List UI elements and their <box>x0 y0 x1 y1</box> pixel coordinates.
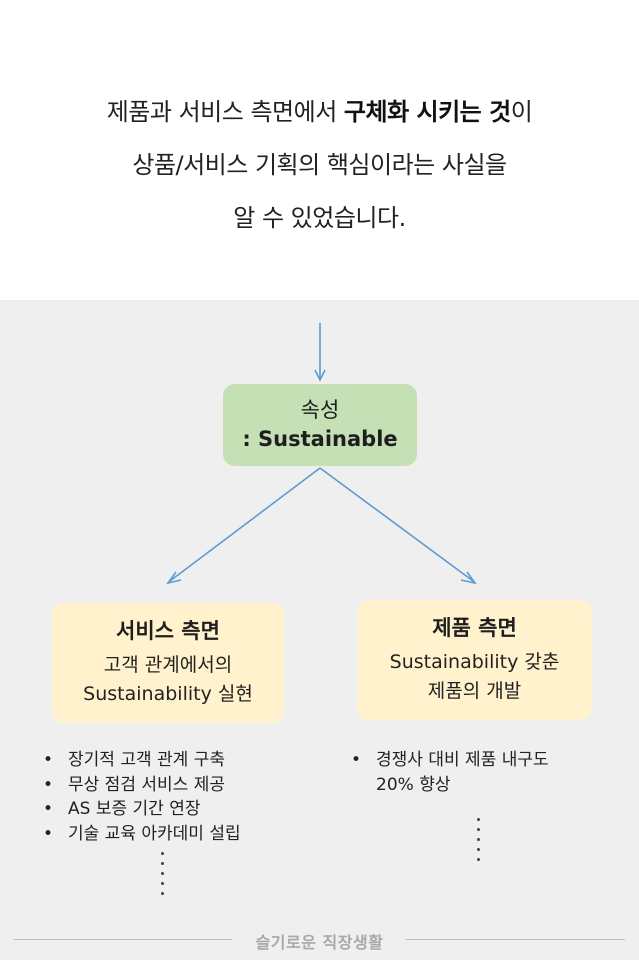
product-more-dots <box>475 818 481 868</box>
intro-line-1: 제품과 서비스 측면에서 구체화 시키는 것이 <box>0 92 639 127</box>
attribute-box: 속성 : Sustainable <box>223 384 417 466</box>
list-item: • 경쟁사 대비 제품 내구도 20% 향상 <box>348 748 608 797</box>
intro-line-2: 상품/서비스 기획의 핵심이라는 사실을 <box>132 151 507 179</box>
list-item: • 기술 교육 아카데미 설립 <box>40 822 320 847</box>
bullet-dot: • <box>43 823 54 844</box>
product-desc-1: Sustainability 갖춘 <box>389 651 560 673</box>
attribute-label: 속성 <box>300 398 340 422</box>
service-item-3: AS 보증 기간 연장 <box>68 799 201 819</box>
service-desc-2: Sustainability 실현 <box>83 683 253 705</box>
product-item-1-line-2: 20% 향상 <box>376 774 451 795</box>
intro-line-1-pre: 제품과 서비스 측면에서 <box>106 98 344 126</box>
bullet-dot: • <box>351 750 362 770</box>
service-desc-1: 고객 관계에서의 <box>103 654 233 676</box>
intro-line-1-bold: 구체화 시키는 것 <box>343 98 511 126</box>
product-box: 제품 측면 Sustainability 갖춘 제품의 개발 <box>357 600 592 720</box>
footer-brand: 슬기로운 직장생활 <box>255 933 384 952</box>
service-item-4: 기술 교육 아카데미 설립 <box>68 823 241 844</box>
service-title: 서비스 측면 <box>116 619 220 643</box>
intro-line-1-post: 이 <box>510 98 533 126</box>
bullet-dot: • <box>43 750 54 770</box>
product-item-1-line-1: 경쟁사 대비 제품 내구도 <box>376 750 549 770</box>
list-item: • AS 보증 기간 연장 <box>40 797 320 822</box>
footer-divider-left <box>14 939 232 940</box>
product-title: 제품 측면 <box>432 616 517 640</box>
intro-line-3: 알 수 있었습니다. <box>233 204 406 232</box>
service-items: • 장기적 고객 관계 구축 • 무상 점검 서비스 제공 • AS 보증 기간 연장… <box>40 748 320 846</box>
bullet-dot: • <box>43 799 54 819</box>
footer-divider-right <box>406 939 625 940</box>
attribute-value: : Sustainable <box>242 427 398 451</box>
bullet-dot: • <box>43 774 54 795</box>
service-item-1: 장기적 고객 관계 구축 <box>68 750 225 770</box>
intro-section: 제품과 서비스 측면에서 구체화 시키는 것이 상품/서비스 기획의 핵심이라는… <box>0 0 639 300</box>
service-box: 서비스 측면 고객 관계에서의 Sustainability 실현 <box>52 603 284 723</box>
service-item-2: 무상 점검 서비스 제공 <box>68 774 225 795</box>
product-desc-2: 제품의 개발 <box>427 680 522 702</box>
product-items: • 경쟁사 대비 제품 내구도 20% 향상 <box>348 748 608 797</box>
list-item: • 무상 점검 서비스 제공 <box>40 773 320 798</box>
service-more-dots <box>159 852 165 902</box>
list-item: • 장기적 고객 관계 구축 <box>40 748 320 773</box>
